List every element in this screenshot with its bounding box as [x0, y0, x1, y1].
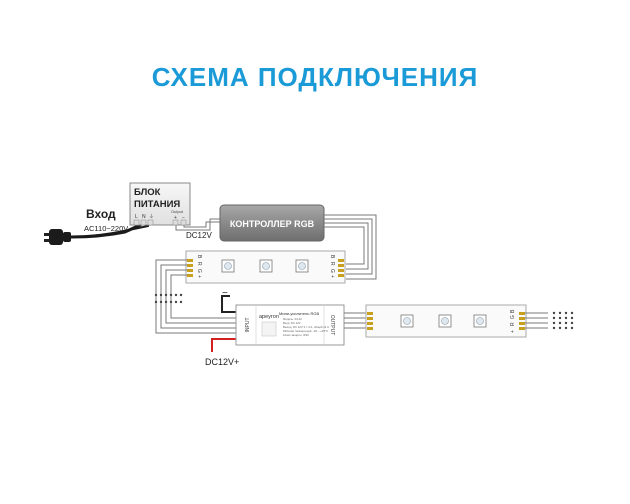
led-chip	[438, 314, 452, 328]
amplifier-spec-line: Выход: DC 12V 3 × 4 A, общий 12 А	[283, 325, 329, 329]
rgb-amplifier: INPUT OUTPUT apeyron Мини-усилитель RGB …	[235, 304, 345, 346]
psu-terminal-l: L	[135, 214, 138, 220]
amplifier-spec-line: Вход: DC 12V	[283, 321, 301, 325]
amplifier-output-side: OUTPUT	[329, 315, 335, 336]
amplifier-minus-label: −	[222, 288, 228, 299]
led-strip-top: B R G + B R G +	[185, 250, 346, 284]
controller-label: КОНТРОЛЛЕР RGB	[230, 219, 315, 229]
power-supply: БЛОК ПИТАНИЯ Output L N ⏚ + −	[129, 182, 191, 226]
strip-top-right-plus: +	[329, 275, 335, 278]
psu-terminal-ground: ⏚	[149, 213, 154, 220]
psu-output-plus: +	[174, 215, 177, 221]
continuation-dots-right	[552, 311, 574, 330]
power-plug	[44, 229, 71, 245]
psu-output-label: Output	[171, 209, 184, 214]
controller-to-strip-wires	[324, 214, 377, 280]
psu-title-line2: ПИТАНИЯ	[134, 199, 180, 210]
amplifier-dc-plus-label: DC12V+	[205, 357, 239, 367]
strip-top-right-r: R	[329, 262, 335, 266]
psu-terminal-n: N	[142, 214, 146, 220]
strip-top-left-r: R	[196, 262, 202, 266]
input-label: Вход	[86, 207, 116, 221]
strip-bottom-port-b: B	[510, 309, 516, 313]
strip-output-wires	[525, 312, 548, 329]
dc12v-label-top: DC12V	[186, 231, 212, 240]
strip-top-left-plus: +	[196, 275, 202, 278]
amplifier-spec-line: Класс защиты: IP20	[283, 333, 309, 337]
strip-to-amplifier-wires	[155, 259, 236, 334]
amplifier-brand: apeyron	[259, 314, 279, 320]
psu-to-controller-wires	[175, 218, 222, 231]
amplifier-title: Мини-усилитель RGB	[279, 311, 320, 316]
led-strip-bottom: + R G B	[365, 304, 527, 338]
rgb-controller: КОНТРОЛЛЕР RGB	[219, 204, 325, 242]
strip-bottom-port-g: G	[510, 315, 516, 319]
amplifier-plus-wire	[211, 338, 238, 352]
psu-output-minus: −	[182, 215, 185, 221]
page-title: СХЕМА ПОДКЛЮЧЕНИЯ	[151, 62, 479, 92]
input-voltage: AC110~220V	[84, 224, 128, 233]
strip-top-right-g: G	[329, 269, 335, 273]
strip-top-left-g: G	[196, 269, 202, 273]
amplifier-input-side: INPUT	[245, 318, 251, 333]
amplifier-spec-line: Модель: 04-20	[283, 317, 302, 321]
continuation-dots-left	[154, 293, 183, 304]
psu-title-line1: БЛОК	[134, 187, 161, 198]
led-chip	[221, 259, 235, 273]
strip-bottom-port-plus: +	[510, 330, 516, 333]
amplifier-minus-wire	[221, 295, 238, 313]
amplifier-spec-line: Рабочая температура: -20 ~ +45°C	[283, 329, 328, 333]
amplifier-cert-marks	[261, 321, 277, 337]
strip-top-left-b: B	[196, 255, 202, 259]
led-chip	[400, 314, 414, 328]
strip-top-right-b: B	[329, 255, 335, 259]
strip-bottom-port-r: R	[510, 322, 516, 326]
led-chip	[295, 259, 309, 273]
led-chip	[259, 259, 273, 273]
led-chip	[473, 314, 487, 328]
